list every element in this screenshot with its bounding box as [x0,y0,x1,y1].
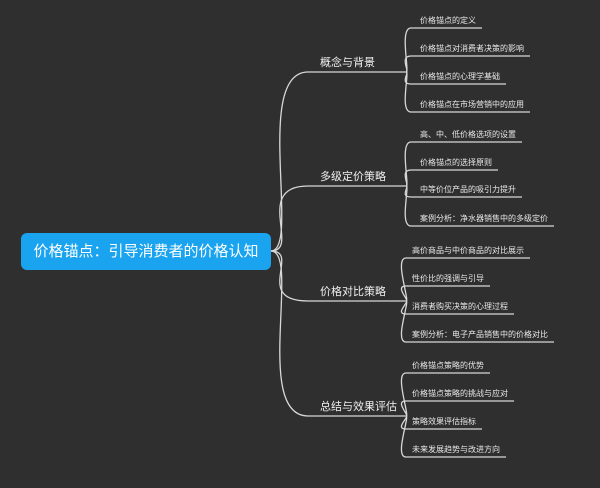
branch-leaf-connector [400,300,554,343]
branch-leaf-connector [400,285,490,302]
leaf-topic[interactable]: 中等价位产品的吸引力提升 [420,185,516,194]
branch-topic-summary[interactable]: 总结与效果评估 [320,400,397,413]
branch-topic-tiered-pricing[interactable]: 多级定价策略 [320,170,386,183]
leaf-topic[interactable]: 消费者购买决策的心理过程 [412,302,508,311]
root-topic[interactable]: 价格锚点：引导消费者的价格认知 [21,233,271,270]
leaf-topic[interactable]: 案例分析：电子产品销售中的价格对比 [412,330,548,339]
root-branch-connector [270,185,309,252]
branch-leaf-connector [400,415,506,458]
leaf-topic[interactable]: 高价商品与中价商品的对比展示 [412,246,524,255]
branch-leaf-connector [404,185,554,227]
leaf-topic[interactable]: 价格锚点的定义 [420,16,476,25]
leaf-topic[interactable]: 高、中、低价格选项的设置 [420,130,516,139]
leaf-topic[interactable]: 未来发展趋势与改进方向 [412,445,500,454]
leaf-topic[interactable]: 性价比的强调与引导 [412,274,484,283]
leaf-topic[interactable]: 案例分析：净水器销售中的多级定价 [420,214,548,223]
leaf-topic[interactable]: 价格锚点的心理学基础 [420,72,500,81]
branch-leaf-connector [400,400,514,417]
leaf-topic[interactable]: 价格锚点策略的优势 [412,361,484,370]
branch-topic-concept[interactable]: 概念与背景 [320,56,375,69]
root-branch-connector [270,71,309,252]
root-branch-connector [270,250,309,417]
branch-leaf-connector [404,169,498,187]
leaf-topic[interactable]: 价格锚点策略的挑战与应对 [412,389,508,398]
leaf-topic[interactable]: 策略效果评估指标 [412,417,476,426]
branch-leaf-connector [404,71,530,113]
leaf-topic[interactable]: 价格锚点在市场营销中的应用 [420,100,524,109]
branch-topic-price-comparison[interactable]: 价格对比策略 [320,285,386,298]
leaf-topic[interactable]: 价格锚点对消费者决策的影响 [420,44,524,53]
root-branch-connector [270,250,309,302]
branch-leaf-connector [404,55,530,73]
leaf-topic[interactable]: 价格锚点的选择原则 [420,158,492,167]
